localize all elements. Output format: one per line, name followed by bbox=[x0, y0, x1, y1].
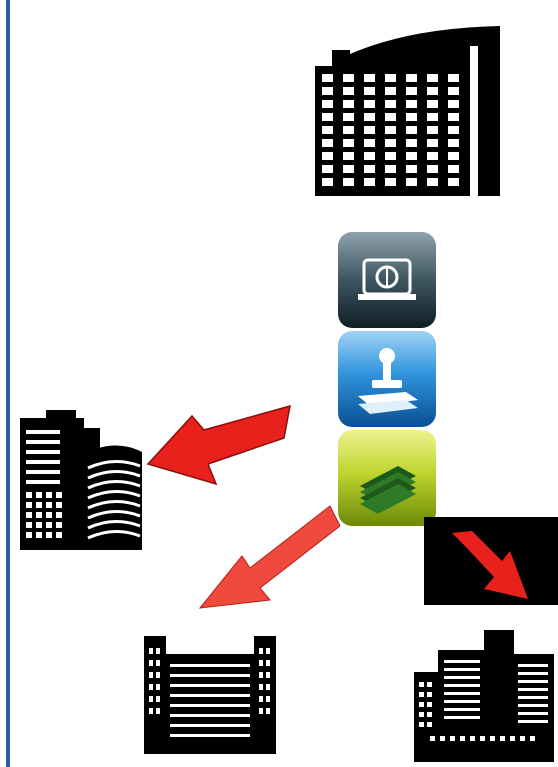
building-icon-wide-block bbox=[140, 632, 280, 756]
service-button-stack bbox=[336, 230, 438, 530]
safe-vault-button[interactable] bbox=[338, 232, 436, 328]
left-border-rule bbox=[6, 0, 10, 767]
building-icon-curved-tower bbox=[16, 408, 146, 553]
arrow-down-left bbox=[190, 494, 340, 614]
arrow-left bbox=[144, 402, 294, 492]
stamp-button[interactable] bbox=[338, 331, 436, 427]
money-stack-button[interactable] bbox=[338, 430, 436, 526]
arrow-down-right-box bbox=[424, 517, 558, 605]
building-icon-stepped-tower bbox=[410, 624, 558, 764]
building-icon-tall-grid bbox=[300, 8, 515, 208]
